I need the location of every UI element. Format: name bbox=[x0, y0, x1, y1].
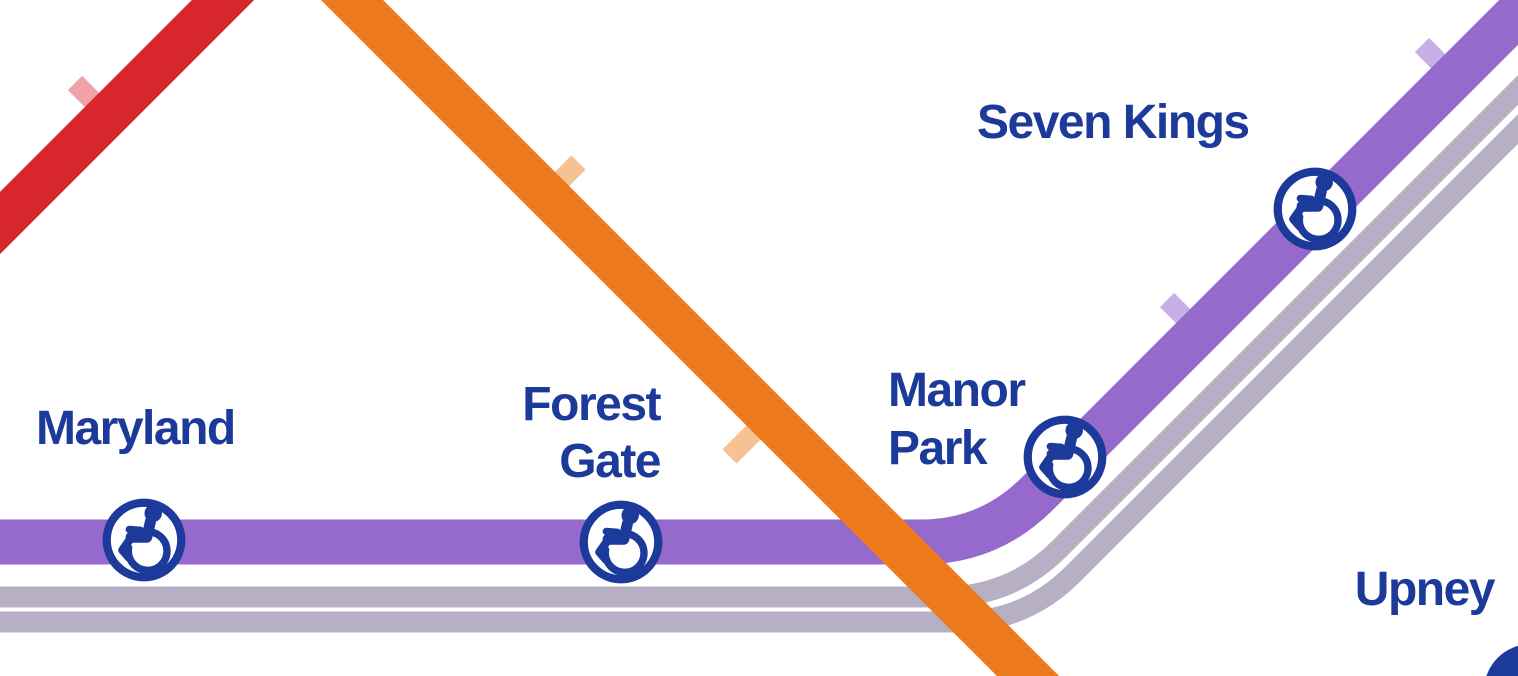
wheelchair-user-arm bbox=[602, 527, 621, 537]
step-free-access-icon-seven-kings[interactable] bbox=[1269, 163, 1361, 255]
wheelchair-wheel bbox=[1045, 445, 1092, 491]
station-label-manor-park[interactable]: Manor Park bbox=[888, 364, 1026, 475]
wheelchair-user-body bbox=[1296, 185, 1327, 212]
station-label-upney[interactable]: Upney bbox=[1354, 563, 1496, 616]
wheelchair-user-arm bbox=[1296, 194, 1315, 204]
step-free-access-icon-manor-park[interactable] bbox=[1019, 411, 1111, 503]
station-label-seven-kings[interactable]: Seven Kings bbox=[977, 96, 1250, 149]
wheelchair-user-arm bbox=[125, 525, 144, 535]
orange-line bbox=[320, 0, 1060, 676]
station-label-maryland[interactable]: Maryland bbox=[36, 402, 236, 455]
wheelchair-wheel bbox=[1295, 197, 1342, 243]
station-label-forest-gate[interactable]: Forest Gate bbox=[522, 378, 661, 488]
wheelchair-user-body bbox=[1046, 433, 1077, 460]
wheelchair-user-body bbox=[125, 516, 156, 543]
wheelchair-user-arm bbox=[1046, 442, 1065, 452]
upney-partial-station-icon[interactable] bbox=[1484, 644, 1518, 676]
grey-line-upper bbox=[0, 75, 1518, 608]
wheelchair-wheel bbox=[124, 528, 171, 574]
wheelchair-user-body bbox=[602, 518, 633, 545]
wheelchair-wheel bbox=[601, 530, 648, 576]
step-free-access-icon-forest-gate[interactable] bbox=[575, 496, 667, 588]
step-free-access-icon-maryland[interactable] bbox=[98, 494, 190, 586]
red-line bbox=[0, 0, 255, 255]
elizabeth-line bbox=[0, 0, 1518, 565]
